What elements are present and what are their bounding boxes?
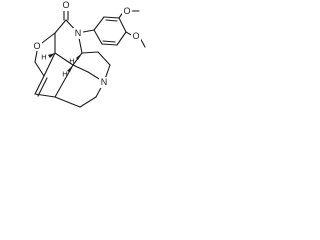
- stereo-h-left-label: H: [41, 53, 46, 62]
- stereo-h-center-label: H: [69, 57, 74, 66]
- methoxy-oxygen-top-label: O: [123, 6, 130, 16]
- stereo-bonds: [48, 53, 82, 72]
- methoxy-oxygen-bottom-label: O: [132, 31, 139, 41]
- atom-labels: O N O N O O H H H: [32, 0, 141, 88]
- ether-oxygen-label: O: [33, 41, 40, 51]
- lactam-nitrogen-label: N: [75, 28, 82, 38]
- molecule-structure: O N O N O O H H H: [32, 0, 146, 108]
- bond-skeleton: [34, 8, 146, 108]
- carbonyl-oxygen-label: O: [62, 0, 69, 10]
- amine-nitrogen-label: N: [101, 77, 108, 87]
- stereo-h-right-label: H: [62, 70, 67, 79]
